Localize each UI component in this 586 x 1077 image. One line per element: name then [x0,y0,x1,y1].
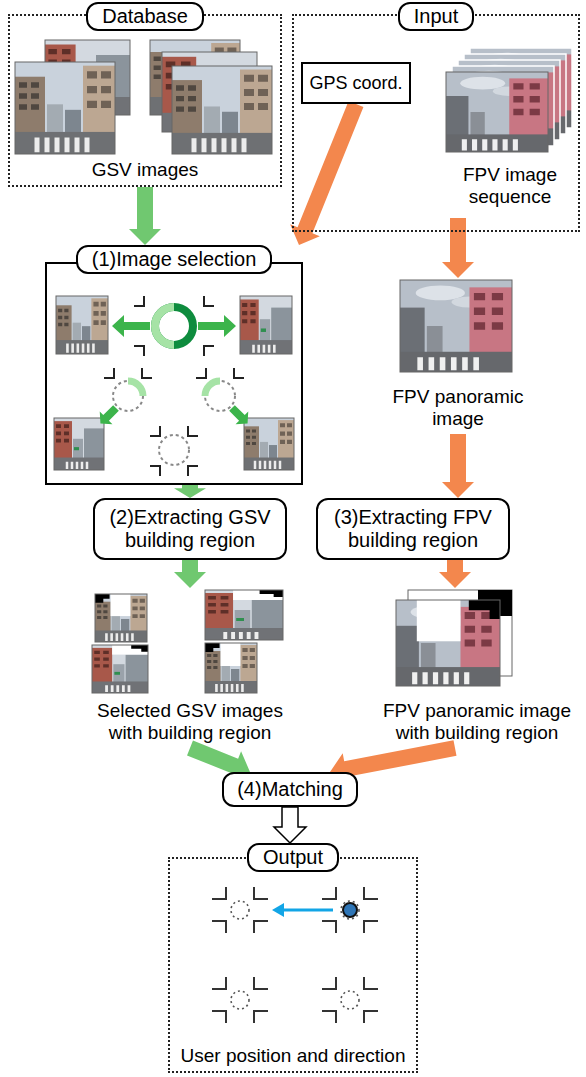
flow-arrow [129,187,161,245]
photo-frame [172,66,272,154]
photo-frame [446,72,548,152]
gsv-thumbnail [56,296,108,354]
photo-frame [92,645,148,693]
group-heading: Input [398,2,474,31]
direction-arrow [226,402,254,430]
photo-frame [56,296,108,354]
user-direction-arrow [282,909,333,912]
image-with-caption: Selected GSV images with building region [60,588,320,748]
photo-frame [205,590,283,640]
image-with-caption: FPV panoramic image [383,278,533,434]
masked-thumbnail [205,590,283,640]
box-label: (3)Extracting FPV building region [326,506,500,552]
process-box: (4)Matching [222,772,358,807]
road-corner [104,368,244,476]
masked-thumbnail [205,643,257,693]
input-box: GPS coord. [301,62,411,104]
masked-panorama [396,600,500,686]
image-with-caption: FPV panoramic image with building region [372,588,582,748]
process-frame: (1)Image selection [45,245,303,485]
photo-frame [95,594,147,642]
flow-arrow [439,560,471,588]
dotted-frame [168,857,418,1073]
candidate-circle [205,381,235,411]
box-label: (4)Matching [237,778,343,801]
caption: FPV image sequence [445,164,575,208]
user-position-dot [343,903,357,917]
dotted-group: InputGPS coord. FPV image sequence [292,2,580,232]
direction-arrow [198,315,236,337]
flow-arrow [174,485,206,498]
photo-frame [54,418,104,470]
direction-arrow-shape [226,402,254,430]
gsv-thumbnail [15,62,115,154]
masked-thumbnail [95,594,147,642]
group-heading: Output [247,843,339,872]
box-label: GPS coord. [309,73,402,94]
ring-segment [155,307,174,345]
caption: FPV panoramic image with building region [372,700,582,744]
direction-arrow [94,402,122,430]
dotted-group: OutputUser position and direction [168,843,418,1073]
gsv-thumbnail [172,66,272,154]
gsv-thumbnail [240,296,292,354]
photo-frame [244,418,294,470]
candidate-circle [113,381,143,411]
flow-arrow [442,218,474,278]
caption: Selected GSV images with building region [83,700,298,744]
output-map [212,887,378,1023]
gsv-thumbnail [54,418,104,470]
caption: User position and direction [181,1045,406,1067]
flow-arrow [174,560,206,588]
caption: GSV images [92,159,199,181]
photo-frame [205,643,257,693]
masked-thumbnail [92,645,148,693]
candidate-circle [159,435,189,465]
box-label: (2)Extracting GSV building region [103,506,277,552]
gsv-thumbnail [244,418,294,470]
fpv-frame [446,72,548,152]
direction-arrow-shape [94,402,122,430]
ring-segment [205,381,220,396]
process-box: (2)Extracting GSV building region [93,498,287,560]
user-direction-head [272,903,284,917]
process-box: (3)Extracting FPV building region [316,498,510,560]
photo-frame [15,62,115,154]
intersection [212,887,268,933]
photo-frame [240,296,292,354]
intersection [212,977,268,1023]
fpv-panorama [400,280,512,372]
direction-arrow [112,315,150,337]
fpv-sequence [446,48,572,152]
flow-arrow [274,807,306,843]
photo-frame [396,600,500,686]
flow-arrow [290,101,363,245]
current-position-ring [155,307,193,345]
group-heading: (1)Image selection [76,245,273,274]
group-heading: Database [86,2,204,31]
ring-segment [128,381,143,396]
image-selection-figure [54,296,294,476]
solid-frame [45,262,303,485]
caption: FPV panoramic image [383,386,533,430]
intersection [322,977,378,1023]
photo-frame [400,280,512,372]
dotted-group: DatabaseGSV images [8,2,282,187]
image-with-caption: FPV image sequence [440,48,580,218]
flow-arrow [442,434,474,498]
